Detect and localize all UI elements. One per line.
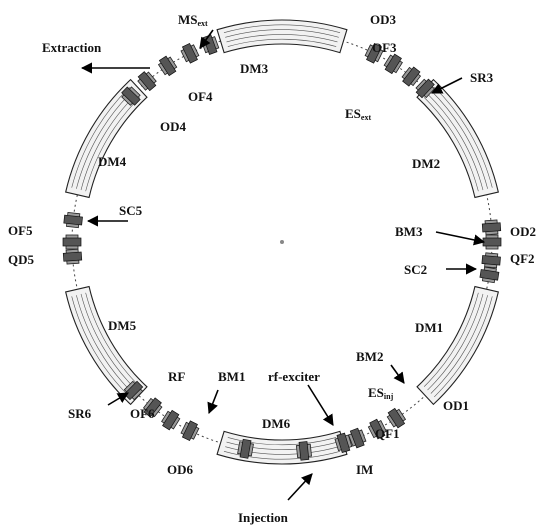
label-rf-exciter: rf-exciter: [268, 369, 320, 384]
label-of6: OF6: [130, 406, 155, 421]
label-of5: OF5: [8, 223, 33, 238]
corrector-sc5: [62, 234, 82, 250]
kicker-rf-exciter: [237, 438, 254, 459]
label-od1: OD1: [443, 398, 469, 413]
bump-bm2: [386, 407, 407, 429]
label-extraction: Extraction: [42, 40, 102, 55]
dipole-dm5: [65, 285, 148, 406]
label-of3: OF3: [372, 40, 397, 55]
dipole-dm3: [216, 19, 348, 54]
rf-exciter-arrow: [307, 384, 334, 426]
label-bm1: BM1: [218, 369, 245, 384]
bm3-arrow: [435, 231, 486, 246]
label-of4: OF4: [188, 89, 213, 104]
quad-od4: [137, 71, 157, 92]
dipole-dm2: [416, 78, 499, 199]
label-od2: OD2: [510, 224, 536, 239]
magnet-od4b: [121, 86, 141, 106]
label-sc5: SC5: [119, 203, 143, 218]
label-sr6: SR6: [68, 406, 92, 421]
dipole-dm1: [416, 285, 499, 406]
label-sc2: SC2: [404, 262, 427, 277]
septum-ms-ext: [180, 42, 200, 64]
label-dm1: DM1: [415, 320, 443, 335]
label-injection: Injection: [238, 510, 289, 525]
label-ms-ext: MSext: [178, 12, 208, 28]
label-dm5: DM5: [108, 318, 137, 333]
cavity-rf: [142, 397, 163, 418]
sr6-arrow: [107, 392, 129, 406]
ring-center-dot: [280, 240, 284, 244]
bump-bm3: [482, 234, 502, 250]
label-qd5: QD5: [8, 252, 35, 267]
label-bm3: BM3: [395, 224, 423, 239]
septum-es-ext: [415, 78, 435, 99]
bm2-arrow: [390, 364, 405, 384]
quad-od1: [367, 418, 387, 440]
bm1-arrow: [207, 389, 219, 415]
label-od6: OD6: [167, 462, 194, 477]
label-es-inj: ESinj: [368, 385, 394, 401]
label-qf1: QF1: [375, 426, 400, 441]
quad-qd5: [63, 212, 83, 229]
label-bm2: BM2: [356, 349, 383, 364]
quad-of6: [180, 420, 200, 442]
label-dm3: DM3: [240, 61, 269, 76]
label-od3: OD3: [370, 12, 397, 27]
quad-of5: [62, 248, 83, 265]
quad-qf2: [481, 252, 501, 269]
magnet-im: [295, 441, 312, 461]
bump-bm1: [161, 409, 181, 431]
label-sr3: SR3: [470, 70, 494, 85]
corrector-sc2: [479, 266, 500, 284]
label-dm4: DM4: [98, 154, 127, 169]
injection-arrow: [287, 473, 313, 501]
quad-od2: [481, 219, 502, 236]
dipole-dm6: [216, 430, 348, 465]
label-dm6: DM6: [262, 416, 291, 431]
ms-ext-arrow: [199, 29, 214, 49]
sr3-arrow: [430, 77, 463, 94]
quad-of3: [383, 53, 403, 75]
label-dm2: DM2: [412, 156, 440, 171]
label-od4: OD4: [160, 119, 187, 134]
label-es-ext: ESext: [345, 106, 371, 122]
label-im: IM: [356, 462, 373, 477]
label-rf: RF: [168, 369, 185, 384]
septum-es-inj: [334, 432, 353, 454]
sextupole-sr3: [401, 66, 422, 87]
quad-od3: [364, 42, 384, 64]
label-qf2: QF2: [510, 251, 535, 266]
quad-of4: [157, 55, 178, 77]
component-extra: [201, 34, 220, 55]
quad-qf1: [348, 427, 367, 449]
